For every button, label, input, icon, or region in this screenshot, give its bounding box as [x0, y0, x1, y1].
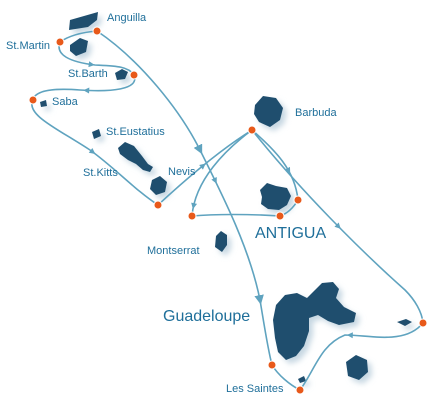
route-arrow	[199, 163, 206, 170]
island-les-saintes	[298, 376, 306, 383]
stop-les-saintes	[295, 385, 305, 395]
island-anguilla	[69, 12, 98, 30]
route-arrow	[83, 87, 90, 94]
island-saba	[40, 100, 47, 107]
island-marie-galante	[346, 355, 368, 380]
route-arrows	[83, 61, 353, 339]
route-arrow	[211, 177, 217, 184]
route-arrow	[284, 166, 291, 174]
stop-anguilla	[92, 26, 102, 36]
island-nevis	[150, 176, 167, 195]
route-arrow	[191, 202, 198, 210]
stop-saba	[28, 95, 38, 105]
stop-antigua-east	[293, 195, 303, 205]
route-saba-nevis	[31, 99, 159, 206]
route-stbarth-saba	[32, 74, 136, 101]
route-arrow	[334, 222, 341, 229]
island-labels: Anguilla St.Martin St.Barth Saba St.Eust…	[6, 12, 337, 395]
label-st-kitts: St.Kitts	[83, 167, 118, 179]
port-stops	[28, 26, 428, 395]
route-stmartin-stbarth	[58, 41, 135, 76]
route-arrow	[88, 147, 96, 154]
route-anguilla-to-les-saintes	[96, 30, 273, 366]
label-st-barth: St.Barth	[68, 68, 108, 80]
route-east-les-saintes	[299, 322, 424, 391]
stop-st-martin	[55, 37, 65, 47]
label-antigua: ANTIGUA	[255, 225, 326, 242]
route-arrow	[88, 61, 95, 68]
island-st-barth	[115, 69, 128, 80]
stop-guadeloupe-east	[418, 318, 428, 328]
label-saba: Saba	[52, 96, 79, 108]
island-la-desirade	[397, 319, 412, 326]
label-st-eustatius: St.Eustatius	[106, 126, 165, 138]
island-st-martin	[70, 38, 88, 56]
island-antigua	[260, 183, 291, 210]
islands	[40, 12, 412, 383]
island-barbuda	[254, 96, 283, 127]
island-st-kitts	[118, 142, 153, 172]
stop-st-barth	[129, 70, 139, 80]
label-les-saintes: Les Saintes	[226, 383, 284, 395]
stop-antigua-south	[275, 211, 285, 221]
label-guadeloupe: Guadeloupe	[163, 308, 250, 325]
label-nevis: Nevis	[168, 166, 196, 178]
stop-antigua-north	[247, 125, 257, 135]
label-st-martin: St.Martin	[6, 40, 50, 52]
stop-nevis	[153, 200, 163, 210]
label-anguilla: Anguilla	[107, 12, 147, 24]
route-arrow	[346, 332, 353, 339]
label-montserrat: Montserrat	[147, 245, 200, 257]
stop-guadeloupe-south	[267, 360, 277, 370]
island-st-eustatius	[92, 129, 101, 139]
island-guadeloupe	[273, 282, 356, 360]
route-antigua-east	[251, 129, 424, 324]
cruise-routes	[31, 30, 424, 391]
stop-antigua-west	[187, 211, 197, 221]
label-barbuda: Barbuda	[295, 107, 337, 119]
